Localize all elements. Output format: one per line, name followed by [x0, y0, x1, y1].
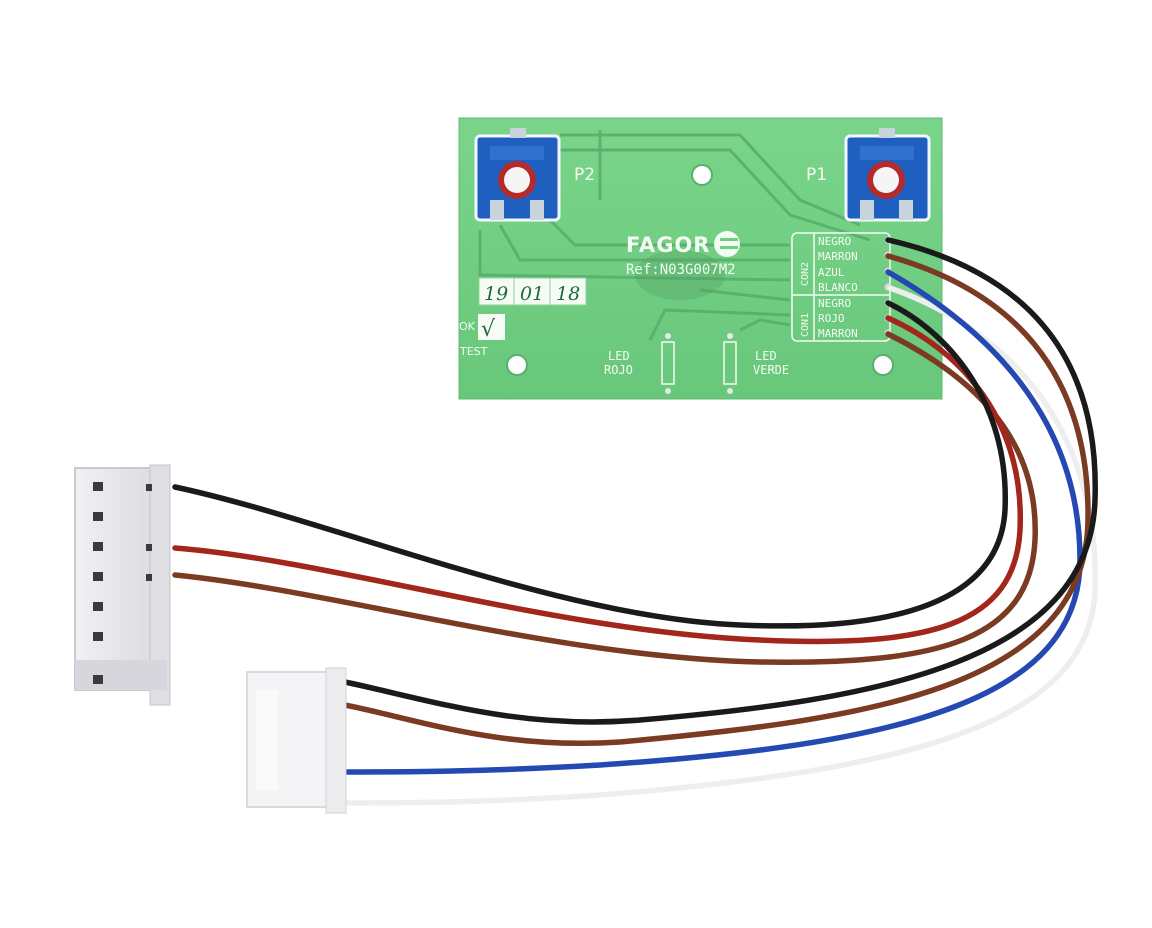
- label-p1: P1: [806, 165, 827, 185]
- circuit-board: P2 P1 FAGOR Ref:N03G007M2 19 01 18 OK √ …: [458, 117, 943, 400]
- potentiometer-p2: [474, 128, 561, 222]
- svg-text:CON1: CON1: [800, 313, 811, 337]
- label-p2: P2: [574, 165, 595, 185]
- wire-blue: [335, 269, 1083, 775]
- led-green-label-2: VERDE: [753, 363, 789, 377]
- fagor-logo: FAGOR: [626, 231, 740, 257]
- svg-text:√: √: [481, 317, 496, 342]
- wire-black-con2: [342, 237, 1098, 725]
- wire-red: [172, 315, 1023, 645]
- chip-shadow: [635, 250, 725, 300]
- svg-text:OK: OK: [459, 320, 476, 333]
- svg-text:AZUL: AZUL: [818, 266, 845, 279]
- mounting-hole: [506, 354, 528, 376]
- wire-harness: [172, 237, 1098, 806]
- svg-text:19: 19: [484, 283, 508, 305]
- svg-text:FAGOR: FAGOR: [626, 233, 710, 257]
- connector-small: [246, 667, 347, 814]
- svg-text:TEST: TEST: [459, 345, 488, 358]
- led-red-label-1: LED: [608, 349, 630, 363]
- pcb-traces: [478, 130, 871, 341]
- svg-text:BLANCO: BLANCO: [818, 281, 858, 294]
- svg-text:CON2: CON2: [800, 262, 811, 286]
- svg-text:NEGRO: NEGRO: [818, 235, 851, 248]
- potentiometer-p1: [844, 128, 931, 222]
- svg-text:MARRON: MARRON: [818, 327, 858, 340]
- mounting-hole: [872, 354, 894, 376]
- svg-text:NEGRO: NEGRO: [818, 297, 851, 310]
- wire-black-con1: [172, 300, 1008, 629]
- svg-text:01: 01: [520, 283, 544, 305]
- wire-white: [335, 285, 1098, 806]
- svg-text:18: 18: [556, 283, 580, 305]
- led-footprints: [661, 333, 737, 394]
- connector-large: [74, 464, 171, 706]
- connector-legend: CON2 CON1 NEGRO MARRON AZUL BLANCO NEGRO…: [791, 232, 891, 342]
- led-red-label-2: ROJO: [604, 363, 633, 377]
- reference-code: Ref:N03G007M2: [626, 262, 736, 278]
- date-code: 19 01 18: [478, 277, 587, 306]
- svg-text:ROJO: ROJO: [818, 312, 845, 325]
- test-stamp: OK √ TEST: [459, 314, 505, 358]
- svg-text:MARRON: MARRON: [818, 250, 858, 263]
- mounting-hole: [691, 164, 713, 186]
- led-green-label-1: LED: [755, 349, 777, 363]
- wire-brown-con2: [342, 253, 1091, 747]
